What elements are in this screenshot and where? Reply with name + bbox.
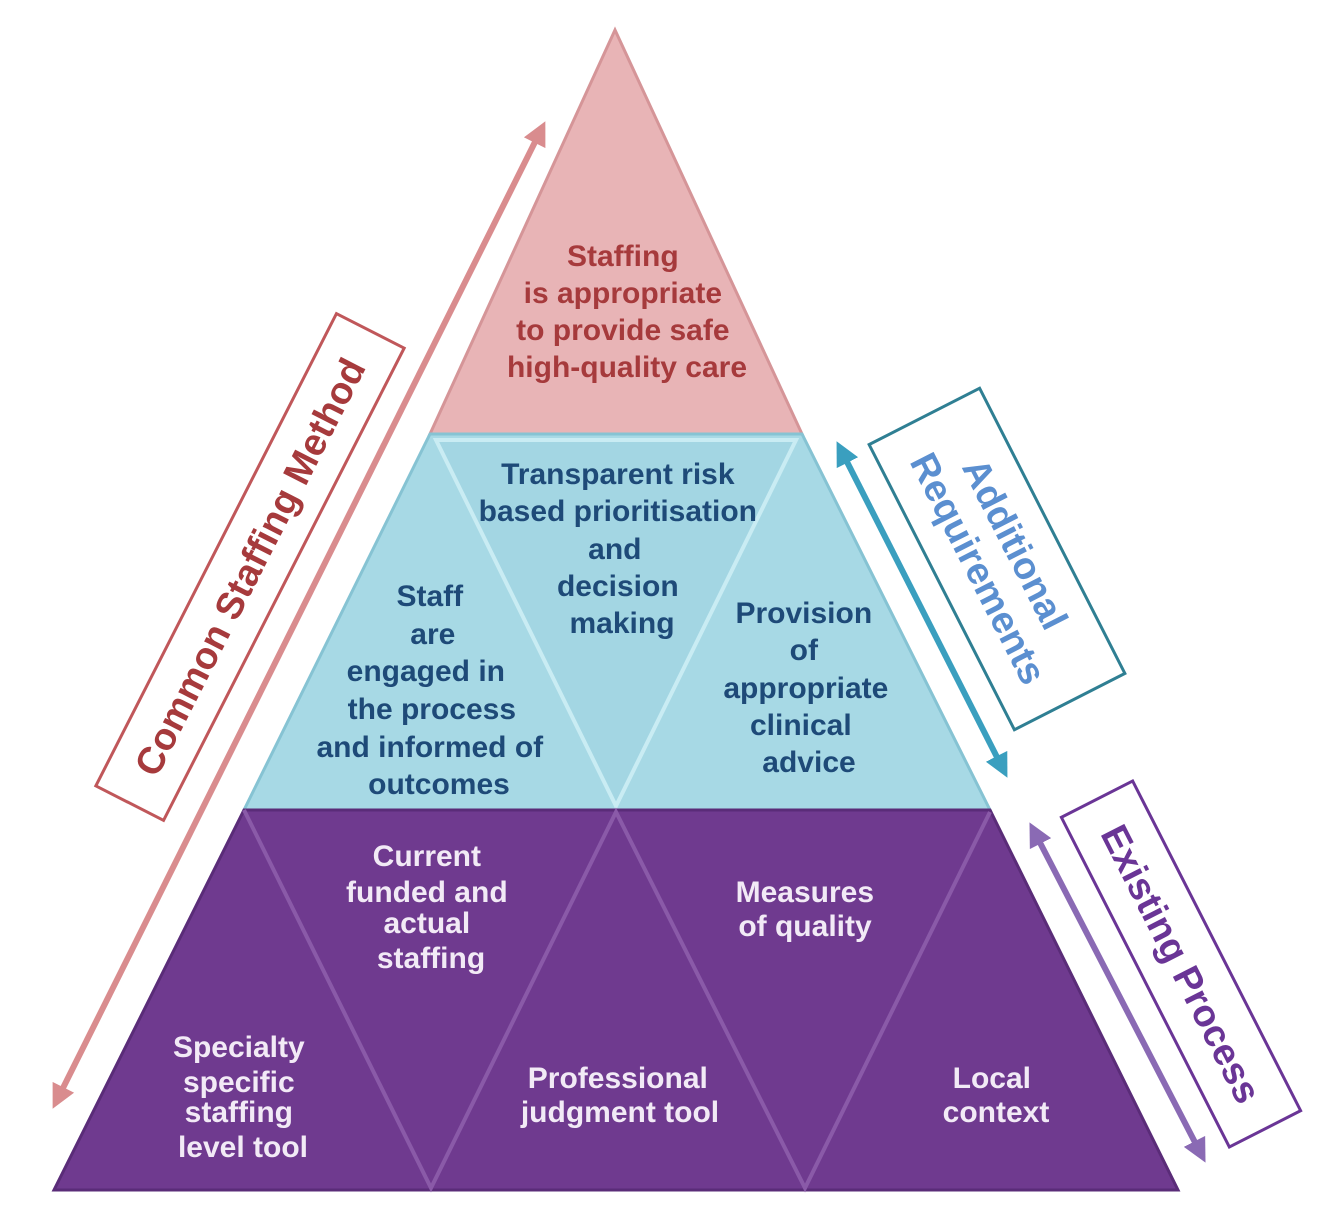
bottom-funded-line: actual: [383, 907, 470, 940]
top-text-line: Staffing: [567, 240, 679, 273]
bottom-local-line: context: [943, 1096, 1050, 1129]
middle-left-line: and informed of: [317, 731, 545, 764]
middle-center-line: making: [569, 607, 674, 640]
bottom-quality-line: Measures: [736, 876, 874, 909]
svg-text:Professional judgment tool: Professional judgment tool: [520, 1062, 719, 1129]
bottom-funded-line: Current: [373, 840, 481, 873]
top-text-line: high-quality care: [507, 351, 747, 384]
middle-right-line: advice: [762, 746, 855, 779]
bottom-local-line: Local: [953, 1062, 1031, 1095]
middle-left-line: Staff: [396, 580, 464, 613]
svg-text:Staffing is appropriate: Staffing is appropriate to provide safe …: [507, 240, 747, 384]
common-method-arrow: [52, 121, 546, 1109]
bottom-tool2-line: Professional: [528, 1062, 708, 1095]
middle-left-line: engaged in: [347, 655, 505, 688]
existing-arrow: [1029, 822, 1206, 1163]
middle-right-line: clinical: [750, 709, 852, 742]
bottom-funded-line: staffing: [377, 942, 485, 975]
middle-right-line: appropriate: [723, 672, 888, 705]
bottom-quality-line: of quality: [738, 910, 872, 943]
bottom-tool1-line: level tool: [178, 1131, 308, 1164]
bottom-tool1-line: staffing: [185, 1096, 293, 1129]
middle-right-line: Provision: [735, 597, 872, 630]
top-text-line: to provide safe: [516, 314, 729, 347]
svg-text:Specialty specific sta: Specialty specific staffing level tool: [173, 1031, 313, 1164]
bottom-tool1-line: Specialty: [173, 1031, 305, 1064]
svg-text:Measures of quality: Measures of quality: [736, 876, 883, 943]
top-text-line: is appropriate: [524, 277, 722, 310]
middle-right-line: of: [790, 634, 819, 667]
bottom-tool1-line: specific: [183, 1066, 295, 1099]
bottom-tool2-line: judgment tool: [520, 1096, 719, 1129]
middle-center-line: based prioritisation: [479, 495, 757, 528]
middle-center-line: and: [588, 533, 641, 566]
middle-center-line: decision: [557, 570, 679, 603]
middle-left-line: outcomes: [368, 768, 510, 801]
svg-text:Local context: Local context: [943, 1062, 1050, 1129]
additional-arrow: [836, 441, 1008, 778]
bottom-funded-line: funded and: [346, 876, 508, 909]
middle-left-line: are: [410, 618, 455, 651]
middle-left-line: the process: [348, 693, 516, 726]
middle-center-line: Transparent risk: [501, 458, 735, 491]
